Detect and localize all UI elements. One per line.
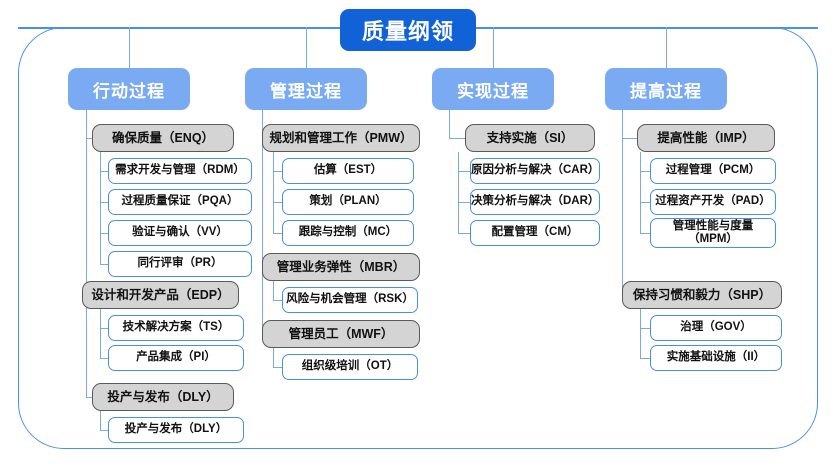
child-node-col1-2-1[interactable]: 技术解决方案（TS） [108,315,244,341]
parent-node-col2-3[interactable]: 管理员工（MWF） [262,320,420,348]
connector-child-col1-1-3 [100,233,108,235]
child-spine-col2-2 [273,281,275,300]
column-spine-col4 [622,110,624,295]
child-spine-col4-1 [640,152,642,233]
child-spine-col4-2 [640,309,642,358]
root-title-node[interactable]: 质量纲领 [340,9,476,51]
child-node-col3-1-1[interactable]: 原因分析与解决（CAR） [470,158,600,184]
child-node-col1-1-1[interactable]: 需求开发与管理（RDM） [108,158,252,184]
connector-child-col3-1-3 [458,233,470,235]
connector-parent-col4-1 [622,138,637,140]
child-node-col3-1-3[interactable]: 配置管理（CM） [470,220,600,246]
connector-child-col1-1-4 [100,264,108,266]
connector-child-col4-1-2 [640,202,650,204]
column-header-col3[interactable]: 实现过程 [432,68,554,110]
child-node-col2-1-3[interactable]: 跟踪与控制（MC） [282,220,414,246]
root-connector-right [476,27,818,29]
connector-child-col3-1-2 [458,202,470,204]
connector-child-col1-3-1 [100,430,108,432]
child-node-col4-2-2[interactable]: 实施基础设施（II） [650,345,782,371]
connector-child-col2-3-1 [273,367,282,369]
connector-child-col1-1-1 [100,171,108,173]
column-header-col4[interactable]: 提高过程 [605,68,727,110]
child-node-col2-2-1[interactable]: 风险与机会管理（RSK） [282,287,418,313]
child-spine-col1-2 [100,309,102,358]
child-spine-col3-1 [458,152,460,233]
header-drop-col4 [666,27,668,68]
connector-child-col2-1-3 [273,233,282,235]
header-drop-col2 [306,27,308,68]
connector-child-col1-2-1 [100,328,108,330]
connector-parent-col1-3 [86,397,92,399]
header-drop-col1 [129,27,131,68]
parent-node-col1-1[interactable]: 确保质量（ENQ） [92,124,234,152]
child-node-col4-2-1[interactable]: 治理（GOV） [650,315,782,341]
parent-node-col2-2[interactable]: 管理业务弹性（MBR） [262,253,420,281]
child-node-col4-1-2[interactable]: 过程资产开发（PAD） [650,189,776,215]
connector-child-col2-1-1 [273,171,282,173]
child-node-col4-1-1[interactable]: 过程管理（PCM） [650,158,776,184]
child-spine-col1-1 [100,152,102,264]
column-header-col1[interactable]: 行动过程 [68,68,190,110]
child-node-col3-1-2[interactable]: 决策分析与解决（DAR） [470,189,600,215]
child-node-col4-1-3[interactable]: 管理性能与度量（MPM） [650,218,776,248]
child-node-col1-1-4[interactable]: 同行评审（PR） [108,251,252,277]
connector-child-col4-2-1 [640,328,650,330]
root-connector-left [18,27,340,29]
child-spine-col1-3 [100,411,102,430]
child-node-col1-3-1[interactable]: 投产与发布（DLY） [108,417,244,443]
child-node-col1-1-3[interactable]: 验证与确认（VV） [108,220,252,246]
connector-child-col2-1-2 [273,202,282,204]
column-spine-col2 [262,110,264,334]
column-header-col2[interactable]: 管理过程 [245,68,367,110]
connector-child-col4-2-2 [640,358,650,360]
column-spine-col1 [86,110,88,397]
parent-node-col1-3[interactable]: 投产与发布（DLY） [92,383,234,411]
child-spine-col2-3 [273,348,275,367]
child-node-col2-1-1[interactable]: 估算（EST） [282,158,414,184]
child-node-col2-1-2[interactable]: 策划（PLAN） [282,189,414,215]
child-node-col1-1-2[interactable]: 过程质量保证（PQA） [108,189,252,215]
parent-node-col4-1[interactable]: 提高性能（IMP） [637,124,775,152]
child-node-col1-2-2[interactable]: 产品集成（PI） [108,345,244,371]
connector-child-col4-1-3 [640,233,650,235]
connector-parent-col3-1 [449,138,465,140]
column-spine-col3 [449,110,451,138]
connector-child-col2-2-1 [273,300,282,302]
header-drop-col3 [493,27,495,68]
parent-node-col2-1[interactable]: 规划和管理工作（PMW） [262,124,420,152]
child-node-col2-3-1[interactable]: 组织级培训（OT） [282,354,418,380]
connector-child-col4-1-1 [640,171,650,173]
parent-node-col3-1[interactable]: 支持实施（SI） [465,124,595,152]
connector-child-col1-2-2 [100,358,108,360]
connector-parent-col1-1 [86,138,92,140]
child-spine-col2-1 [273,152,275,233]
parent-node-col1-2[interactable]: 设计和开发产品（EDP） [82,281,239,309]
parent-node-col4-2[interactable]: 保持习惯和毅力（SHP） [622,281,782,309]
connector-child-col1-1-2 [100,202,108,204]
connector-child-col3-1-1 [458,171,470,173]
